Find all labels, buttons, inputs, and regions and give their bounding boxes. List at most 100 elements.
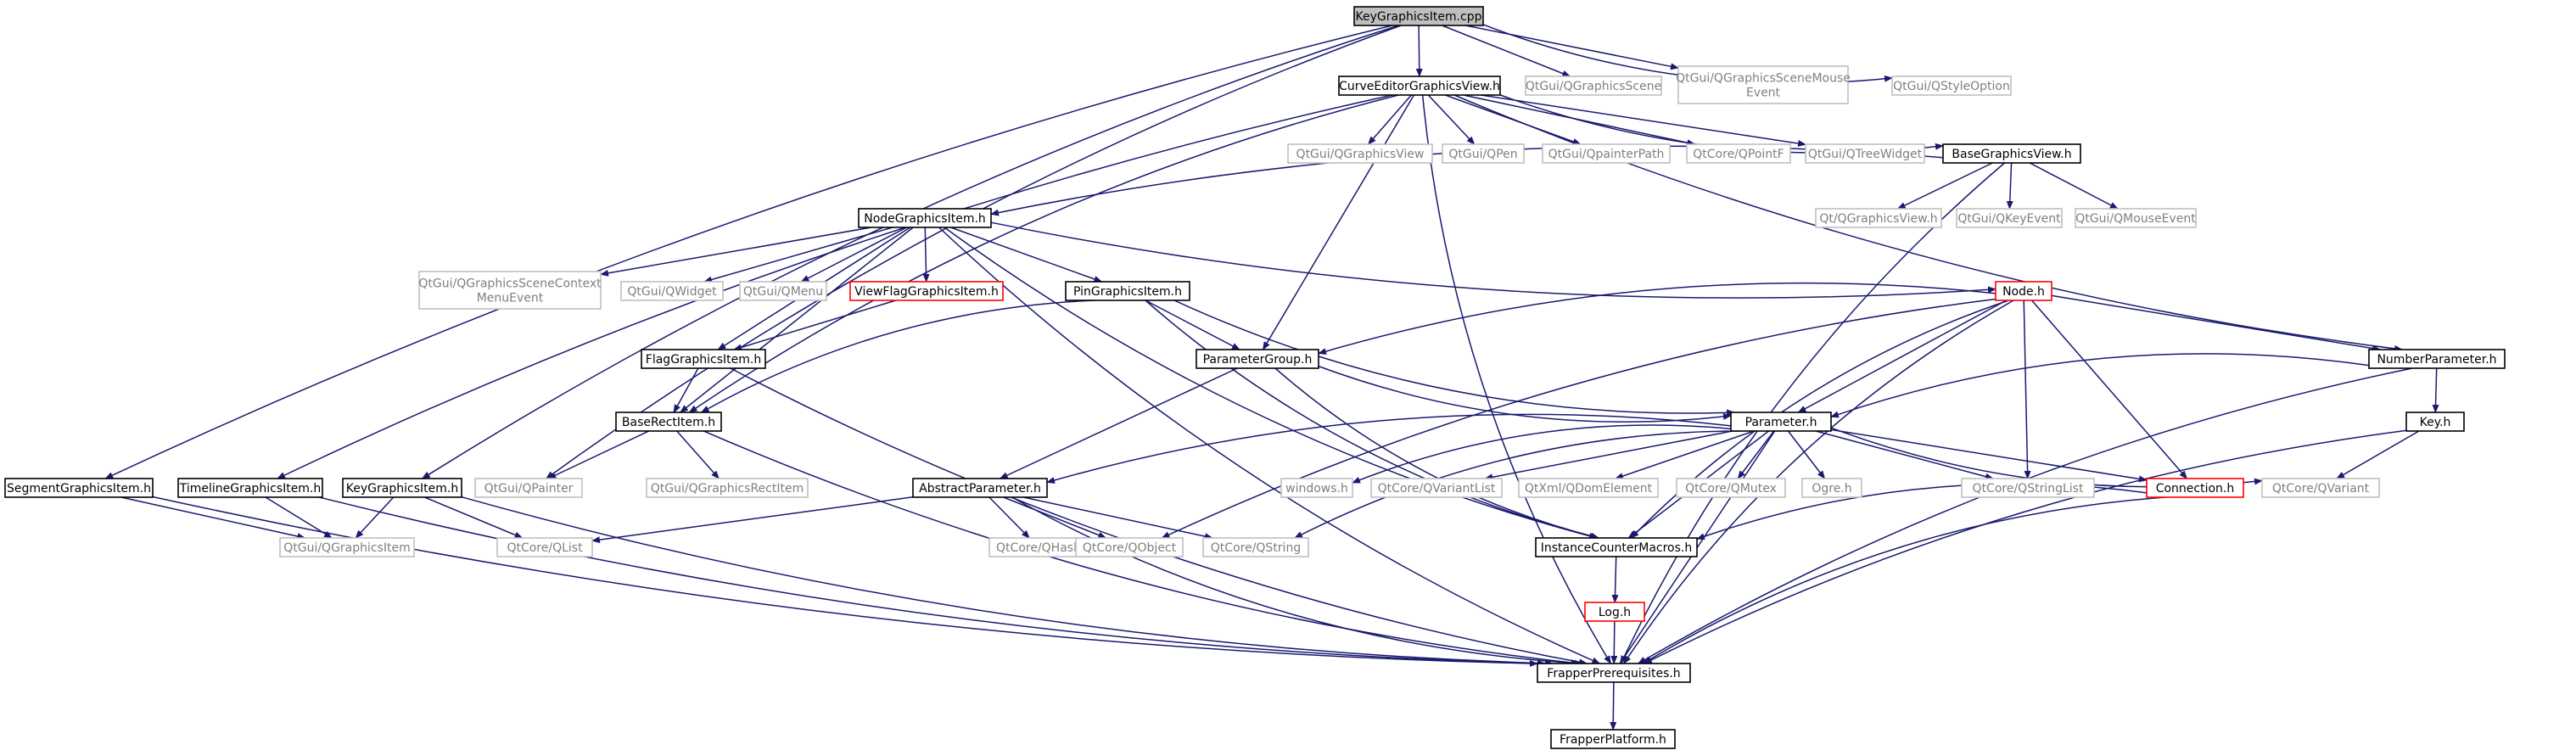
node-bgv[interactable]: BaseGraphicsView.h <box>1942 143 2081 164</box>
edge-node-to-param <box>1797 300 2007 413</box>
edge-sgi-to-qgi <box>120 496 306 540</box>
node-box <box>4 478 154 498</box>
node-label: QtGui/QpainterPath <box>1548 148 1665 161</box>
node-param[interactable]: Parameter.h <box>1730 412 1832 432</box>
node-label: QtCore/QPointF <box>1693 148 1784 161</box>
node-box <box>739 281 827 301</box>
node-qmutex: QtCore/QMutex <box>1676 478 1786 498</box>
node-label: QtGui/QGraphicsSceneContext <box>418 277 602 291</box>
edge-ap-to-fp <box>1011 496 1583 667</box>
node-box <box>474 478 583 498</box>
node-box <box>2146 478 2244 498</box>
node-vfgi: ViewFlagGraphicsItem.h <box>849 281 1004 301</box>
node-qgv: QtGui/QGraphicsView <box>1287 143 1433 164</box>
node-qtw: QtGui/QTreeWidget <box>1805 143 1925 164</box>
edge-bri-to-fp <box>703 430 1580 666</box>
node-label: TimelineGraphicsItem.h <box>179 482 322 496</box>
edge-pgi-to-pg <box>1145 300 1240 350</box>
node-label: NumberParameter.h <box>2377 353 2496 367</box>
node-box <box>1525 76 1662 96</box>
node-label: QtXml/QDomElement <box>1525 482 1653 496</box>
node-box <box>496 537 593 557</box>
node-box <box>1535 537 1698 557</box>
edge-param-to-ogre <box>1787 430 1826 479</box>
edge-ngi-to-pgi <box>950 227 1103 283</box>
node-bri[interactable]: BaseRectItem.h <box>615 412 722 432</box>
node-label: QtGui/QPainter <box>484 482 574 496</box>
node-box <box>2261 478 2380 498</box>
edge-node-to-np <box>2051 294 2382 352</box>
edge-root-to-qgsme <box>1464 25 1679 70</box>
node-box <box>1518 478 1659 498</box>
edge-log-to-fp <box>1610 620 1618 664</box>
node-ngi[interactable]: NodeGraphicsItem.h <box>858 208 992 228</box>
edge-curve-to-qtw <box>1481 94 1806 147</box>
node-ap[interactable]: AbstractParameter.h <box>912 478 1048 498</box>
edge-key-to-fp <box>1644 429 2407 664</box>
edge-param-to-qmutex <box>1737 430 1775 479</box>
node-label: Log.h <box>1599 606 1631 619</box>
node-box <box>858 208 992 228</box>
node-label: QtGui/QMouseEvent <box>2075 212 2196 226</box>
node-label: QtGui/QGraphicsScene <box>1526 80 1661 93</box>
node-box <box>177 478 323 498</box>
edge-ap-to-qhash <box>988 496 1030 539</box>
node-box <box>641 349 766 369</box>
node-key[interactable]: Key.h <box>2405 412 2465 432</box>
node-box <box>849 281 1004 301</box>
node-label: QtCore/QMutex <box>1685 482 1777 496</box>
node-label: FrapperPrerequisites.h <box>1547 667 1680 680</box>
node-sgi[interactable]: SegmentGraphicsItem.h <box>4 478 154 498</box>
node-box <box>1801 478 1862 498</box>
edge-param-to-qvl <box>1484 430 1733 481</box>
node-fplat[interactable]: FrapperPlatform.h <box>1550 729 1676 749</box>
node-label: PinGraphicsItem.h <box>1073 285 1182 299</box>
edge-ngi-to-qmenu <box>800 227 907 283</box>
node-qso: QtGui/QStyleOption <box>1891 76 2012 96</box>
node-icm[interactable]: InstanceCounterMacros.h <box>1535 537 1698 557</box>
node-qlist: QtCore/QList <box>496 537 593 557</box>
node-qw: QtGui/QWidget <box>620 281 724 301</box>
node-qde: QtXml/QDomElement <box>1518 478 1659 498</box>
edge-curve-to-pg <box>1262 94 1415 350</box>
edge-kgi-to-qlist <box>424 496 524 539</box>
node-label: QtGui/QStyleOption <box>1893 80 2010 93</box>
node-box <box>1370 478 1503 498</box>
node-qke: QtGui/QKeyEvent <box>1956 208 2063 228</box>
node-curve[interactable]: CurveEditorGraphicsView.h <box>1338 76 1501 96</box>
node-label: FlagGraphicsItem.h <box>646 353 761 367</box>
node-box <box>1942 143 2081 164</box>
node-box <box>912 478 1048 498</box>
node-label: QtCore/QString <box>1211 541 1301 555</box>
node-qpainter: QtGui/QPainter <box>474 478 583 498</box>
node-tgi[interactable]: TimelineGraphicsItem.h <box>177 478 323 498</box>
node-box <box>1338 76 1501 96</box>
node-qgv2: Qt/QGraphicsView.h <box>1815 208 1942 228</box>
edge-tgi-to-fp <box>318 496 1546 667</box>
node-label: QtGui/QTreeWidget <box>1808 148 1923 161</box>
edge-fgi-to-fp <box>730 367 1588 666</box>
edge-node-to-conn <box>2031 300 2188 479</box>
edge-bgv-to-qgv2 <box>1896 162 1993 210</box>
node-fp[interactable]: FrapperPrerequisites.h <box>1537 663 1691 683</box>
node-np[interactable]: NumberParameter.h <box>2368 349 2506 369</box>
node-qpen: QtGui/QPen <box>1442 143 1525 164</box>
node-label: ViewFlagGraphicsItem.h <box>854 285 999 299</box>
node-label: QtCore/QVariantList <box>1378 482 1496 496</box>
dependency-nodes: KeyGraphicsItem.cppCurveEditorGraphicsVi… <box>4 6 2506 749</box>
node-box <box>1542 143 1671 164</box>
node-label: QtCore/QObject <box>1083 541 1177 555</box>
edge-conn-to-fp <box>1642 496 2166 664</box>
node-pg[interactable]: ParameterGroup.h <box>1196 349 1319 369</box>
node-pgi[interactable]: PinGraphicsItem.h <box>1065 281 1190 301</box>
node-qsl: QtCore/QStringList <box>1961 478 2095 498</box>
node-box <box>1075 537 1184 557</box>
node-fgi[interactable]: FlagGraphicsItem.h <box>641 349 766 369</box>
node-box <box>2368 349 2506 369</box>
edge-icm-to-log <box>1611 556 1619 603</box>
edge-ngi-to-vfgi <box>922 227 930 283</box>
node-kgi[interactable]: KeyGraphicsItem.h <box>342 478 462 498</box>
edge-ngi-to-qw <box>703 227 893 283</box>
